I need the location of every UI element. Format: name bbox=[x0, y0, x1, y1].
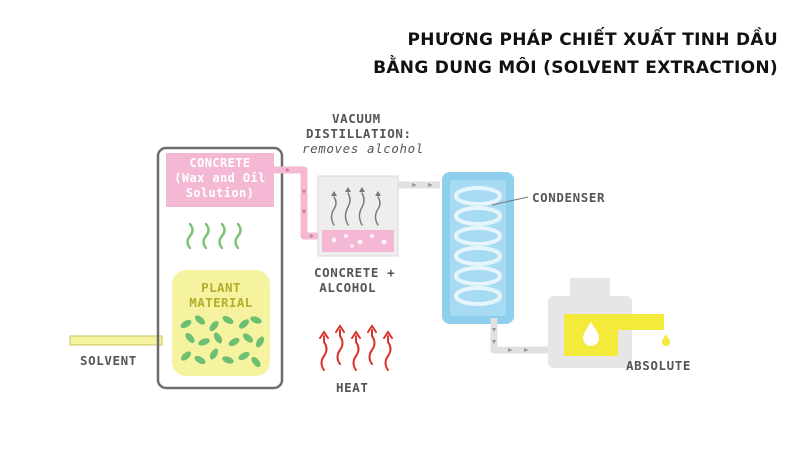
coil-loop bbox=[454, 266, 502, 286]
leaf-shape bbox=[222, 315, 234, 325]
heat-arrowhead bbox=[319, 330, 329, 339]
concrete-label-line1: CONCRETE bbox=[189, 156, 251, 170]
leaf-shape bbox=[209, 320, 219, 332]
leaf-shape bbox=[255, 336, 265, 348]
vapor-squiggles bbox=[186, 222, 242, 250]
solvent-label: SOLVENT bbox=[80, 353, 137, 368]
plant-material-box bbox=[172, 270, 270, 376]
vacuum-line3: removes alcohol bbox=[302, 141, 424, 156]
solvent-pipe bbox=[69, 335, 163, 346]
leaf-shape bbox=[209, 348, 219, 360]
diagram-title-line1: PHƯƠNG PHÁP CHIẾT XUẤT TINH DẦU bbox=[407, 30, 778, 50]
vacuum-line1: VACUUM bbox=[332, 111, 381, 126]
liquid-bubbles bbox=[331, 234, 387, 248]
leaf-shape bbox=[222, 356, 234, 364]
coil-loop bbox=[454, 226, 502, 246]
leaf-shape bbox=[194, 355, 206, 365]
leaf-shape bbox=[185, 332, 195, 344]
heat-arrowhead bbox=[351, 330, 361, 339]
concrete-label-line2: (Wax and Oil bbox=[174, 171, 266, 185]
condenser-pointer-line bbox=[491, 196, 529, 206]
condenser-to-collector-pipe bbox=[490, 318, 548, 354]
heat-arrows bbox=[319, 324, 393, 371]
leaves-pattern bbox=[180, 315, 265, 368]
coil-loop bbox=[454, 206, 502, 226]
heat-wave bbox=[320, 335, 328, 371]
alcohol-vapor-arrowheads bbox=[331, 187, 381, 196]
leaf-shape bbox=[250, 316, 262, 324]
flask-to-condenser-pipe bbox=[398, 181, 440, 189]
diagram-title-line2: BẰNG DUNG MÔI (SOLVENT EXTRACTION) bbox=[373, 58, 778, 78]
heat-arrowhead bbox=[383, 330, 393, 339]
heat-arrowhead bbox=[335, 324, 345, 333]
extraction-vessel bbox=[156, 146, 284, 390]
leaf-shape bbox=[180, 319, 192, 329]
vacuum-distillation-label: VACUUM DISTILLATION: removes alcohol bbox=[302, 111, 428, 156]
concrete-alcohol-line1: CONCRETE + bbox=[314, 265, 396, 280]
leaf-shape bbox=[213, 332, 223, 344]
concrete-alcohol-line2: ALCOHOL bbox=[319, 280, 377, 295]
leaf-shape bbox=[228, 337, 240, 347]
output-drop bbox=[662, 334, 670, 346]
coil-loop bbox=[454, 286, 502, 306]
leaf-shape bbox=[198, 338, 210, 346]
concrete-box bbox=[166, 153, 274, 207]
absolute-label: ABSOLUTE bbox=[626, 358, 692, 373]
leaf-shape bbox=[242, 333, 254, 343]
coil-loop bbox=[454, 186, 502, 206]
plant-material-label: PLANT MATERIAL bbox=[172, 280, 270, 310]
heat-arrowhead bbox=[367, 324, 377, 333]
plant-label-line2: MATERIAL bbox=[189, 295, 253, 310]
concrete-label: CONCRETE (Wax and Oil Solution) bbox=[166, 156, 274, 201]
leaf-shape bbox=[194, 315, 206, 325]
leaf-shape bbox=[251, 356, 261, 368]
heat-wave bbox=[384, 335, 392, 371]
vacuum-line2: DISTILLATION: bbox=[306, 126, 412, 141]
condenser-coil bbox=[454, 186, 502, 306]
plant-label-line1: PLANT bbox=[201, 280, 241, 295]
leaf-shape bbox=[180, 351, 192, 361]
heat-wave bbox=[368, 329, 376, 365]
coil-loop bbox=[454, 246, 502, 266]
leaf-shape bbox=[238, 319, 250, 329]
alcohol-vapor-arrows bbox=[330, 192, 381, 226]
transfer-arrows bbox=[286, 168, 314, 238]
concrete-label-line3: Solution) bbox=[185, 186, 255, 200]
collector-vessel bbox=[548, 278, 664, 368]
heat-wave bbox=[336, 329, 344, 365]
condenser-label: CONDENSER bbox=[532, 190, 606, 205]
leaf-shape bbox=[238, 351, 250, 361]
heat-label: HEAT bbox=[336, 380, 369, 395]
heat-wave bbox=[352, 335, 360, 371]
concrete-alcohol-label: CONCRETE + ALCOHOL bbox=[314, 265, 395, 295]
